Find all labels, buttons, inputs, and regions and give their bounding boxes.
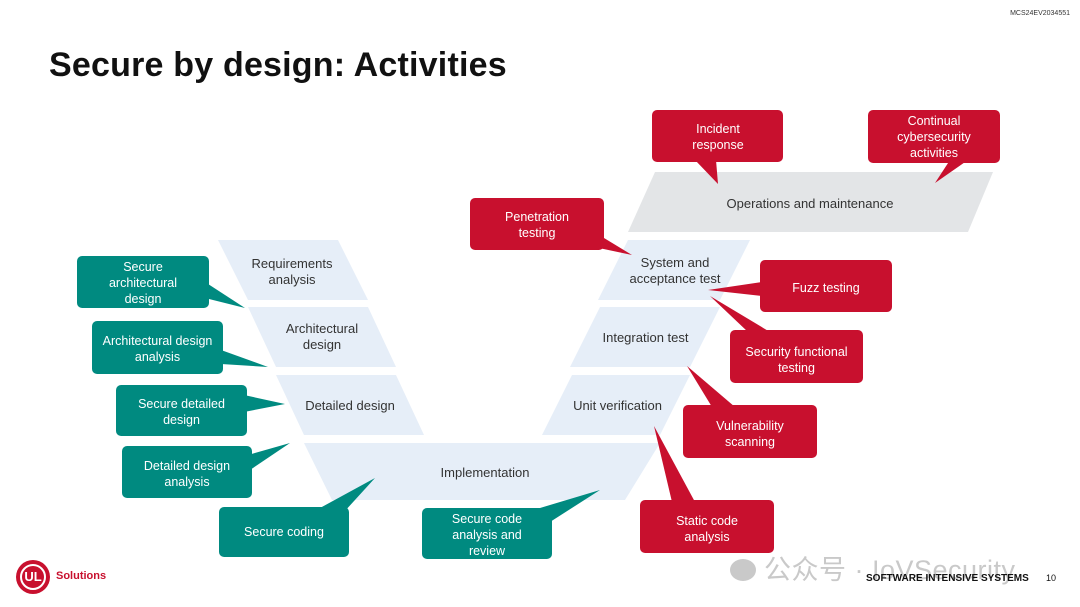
ul-logo-text: UL	[20, 564, 46, 590]
callout-secure-code-review	[422, 490, 600, 559]
watermark: 公众号 · IoVSecurity	[730, 548, 1016, 587]
callout-detailed-design-analysis	[122, 443, 290, 498]
brand-name: Solutions	[56, 570, 107, 582]
stage-unit-verification	[542, 375, 690, 435]
stage-system-acceptance	[598, 240, 750, 300]
wechat-icon	[730, 558, 756, 581]
document-id: MCS24EV2034551	[1010, 10, 1070, 17]
stage-operations-maintenance	[628, 172, 993, 232]
callout-secure-detailed-design	[116, 385, 285, 436]
callout-secure-architectural-design	[77, 256, 245, 308]
slide-title: Secure by design: Activities	[49, 46, 507, 84]
callout-vulnerability-scanning	[683, 366, 817, 458]
callout-fuzz-testing	[708, 260, 892, 312]
callout-static-code-analysis	[640, 426, 774, 553]
stage-detailed-design	[276, 375, 424, 435]
callout-secure-coding	[219, 478, 375, 557]
page-number: 10	[1046, 573, 1057, 583]
callout-penetration-testing	[470, 198, 632, 255]
stage-integration-test	[570, 307, 720, 367]
stage-requirements-analysis	[218, 240, 368, 300]
callout-continual-activities	[868, 110, 1000, 183]
stage-architectural-design	[248, 307, 396, 367]
callout-incident-response	[652, 110, 783, 184]
callout-security-functional-testing	[710, 296, 863, 383]
footer-section-label: SOFTWARE INTENSIVE SYSTEMS	[866, 573, 1029, 584]
watermark-text: 公众号 · IoVSecurity	[764, 555, 1016, 585]
ul-logo: UL	[16, 560, 50, 594]
stage-implementation	[304, 443, 660, 500]
callout-architectural-design-analysis	[92, 321, 268, 374]
